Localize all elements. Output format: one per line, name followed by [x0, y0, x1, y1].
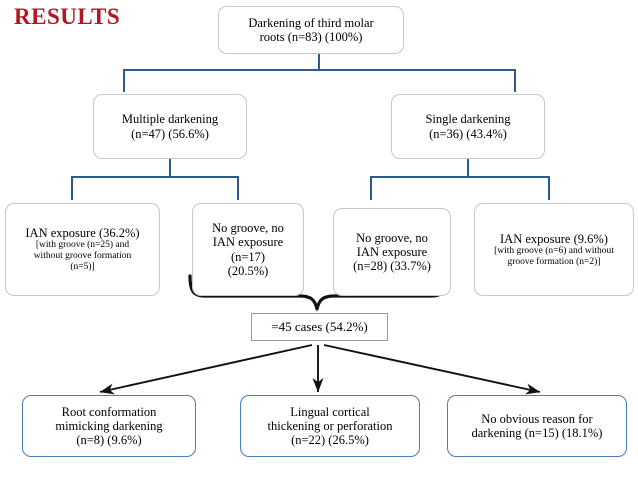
node-root-line-2: roots (n=83) (100%) — [259, 30, 363, 44]
node-ian-exposure-right-main: IAN exposure (9.6%) — [500, 231, 608, 246]
node-no-groove-left-line-2: IAN exposure — [212, 235, 284, 250]
page-title: RESULTS — [14, 4, 121, 29]
node-no-groove-left: No groove, no IAN exposure (n=17) (20.5%… — [192, 203, 304, 296]
node-multiple-darkening-line-1: Multiple darkening — [121, 112, 219, 127]
node-no-groove-left-line-1: No groove, no — [212, 221, 284, 236]
node-root-conformation-line-2: mimicking darkening — [55, 418, 163, 433]
node-lingual-cortical-line-1: Lingual cortical — [290, 404, 370, 419]
node-lingual-cortical: Lingual cortical thickening or perforati… — [240, 395, 420, 457]
node-no-groove-left-line-4: (20.5%) — [227, 263, 269, 278]
node-ian-exposure-left-sub-3: (n=5)] — [70, 261, 95, 272]
node-merge-total-label: =45 cases (54.2%) — [271, 318, 368, 334]
node-single-darkening-line-2: (n=36) (43.4%) — [429, 126, 507, 141]
node-multiple-darkening: Multiple darkening (n=47) (56.6%) — [93, 94, 247, 159]
node-single-darkening-line-1: Single darkening — [425, 112, 511, 127]
node-lingual-cortical-line-2: thickening or perforation — [267, 418, 393, 433]
node-no-groove-left-line-3: (n=17) — [230, 249, 266, 264]
node-single-darkening: Single darkening (n=36) (43.4%) — [391, 94, 545, 159]
node-multiple-darkening-line-2: (n=47) (56.6%) — [131, 126, 209, 141]
node-lingual-cortical-line-3: (n=22) (26.5%) — [291, 433, 369, 448]
node-ian-exposure-right: IAN exposure (9.6%) [with groove (n=6) a… — [474, 203, 634, 296]
node-no-obvious-reason-line-1: No obvious reason for — [481, 411, 593, 426]
node-ian-exposure-left-main: IAN exposure (36.2%) — [25, 226, 140, 241]
node-ian-exposure-right-sub-2: groove formation (n=2)] — [507, 256, 601, 267]
node-root-line-1: Darkening of third molar — [248, 15, 374, 30]
node-no-groove-right: No groove, no IAN exposure (n=28) (33.7%… — [333, 208, 451, 296]
node-root: Darkening of third molar roots (n=83) (1… — [218, 6, 404, 54]
node-root-conformation-line-3: (n=8) (9.6%) — [76, 433, 142, 448]
node-no-obvious-reason-line-2: darkening (n=15) (18.1%) — [471, 426, 603, 440]
node-ian-exposure-left-sub-1: [with groove (n=25) and — [35, 240, 130, 251]
node-ian-exposure-left: IAN exposure (36.2%) [with groove (n=25)… — [5, 203, 160, 296]
node-ian-exposure-left-sub-2: without groove formation — [33, 251, 132, 262]
node-no-groove-right-line-1: No groove, no — [356, 230, 428, 245]
node-no-obvious-reason: No obvious reason for darkening (n=15) (… — [447, 395, 627, 457]
node-root-conformation-line-1: Root conformation — [61, 404, 157, 419]
node-ian-exposure-right-sub-1: [with groove (n=6) and without — [494, 245, 614, 256]
node-root-conformation: Root conformation mimicking darkening (n… — [22, 395, 196, 457]
node-merge-total: =45 cases (54.2%) — [251, 313, 388, 341]
node-no-groove-right-line-3: (n=28) (33.7%) — [353, 259, 431, 274]
node-no-groove-right-line-2: IAN exposure — [356, 244, 428, 259]
